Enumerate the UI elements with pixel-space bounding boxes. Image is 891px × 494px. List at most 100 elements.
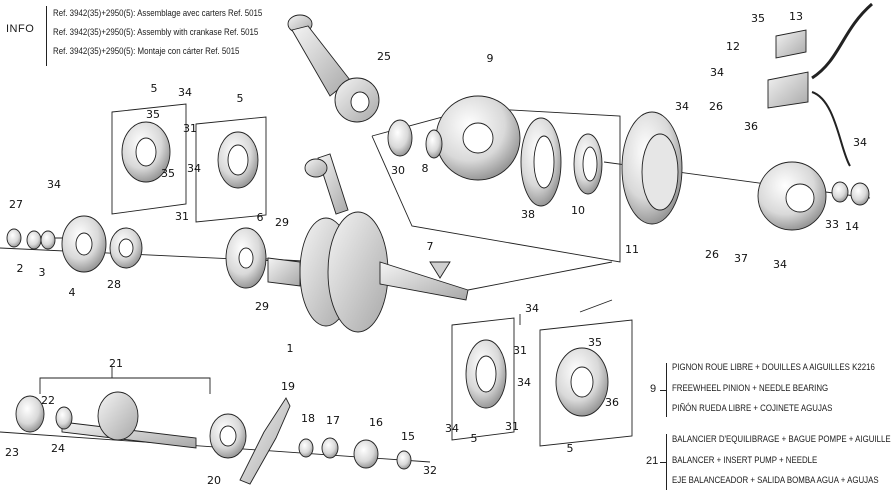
note-21-line: BALANCER + INSERT PUMP + NEEDLE	[672, 454, 818, 465]
callout-number: 34	[710, 66, 724, 79]
ball-bearing	[555, 347, 609, 417]
callout-number: 35	[146, 108, 160, 121]
info-line: Ref. 3942(35)+2950(5): Assemblage avec c…	[53, 8, 263, 18]
note-21-line: EJE BALANCEADOR + SALIDA BOMBA AGUA + AG…	[672, 474, 879, 485]
callout-number: 20	[207, 474, 221, 487]
wiring-harness	[811, 2, 873, 80]
callout-number: 6	[257, 211, 264, 224]
callout-number: 24	[51, 442, 65, 455]
bearing-ring	[573, 133, 603, 195]
ball-bearing	[209, 413, 247, 459]
callout-number: 31	[175, 210, 189, 223]
info-bracket	[46, 6, 47, 66]
callout-number: 34	[187, 162, 201, 175]
callout-number: 31	[513, 344, 527, 357]
callout-number: 5	[151, 82, 158, 95]
callout-number: 27	[9, 198, 23, 211]
bearing-box-left-b	[195, 116, 267, 223]
note-9-tick	[660, 390, 666, 391]
callout-number: 38	[521, 208, 535, 221]
needle-bearing	[465, 339, 507, 409]
callout-number: 5	[567, 442, 574, 455]
info-line: Ref. 3942(35)+2950(5): Montaje con cárte…	[53, 46, 240, 56]
callout-number: 35	[751, 12, 765, 25]
callout-number: 4	[69, 286, 76, 299]
callout-number: 1	[287, 342, 294, 355]
key	[429, 261, 451, 279]
bearing-box-left-a	[111, 103, 187, 215]
stator	[757, 161, 827, 231]
rotor	[621, 111, 683, 225]
callout-number: 34	[445, 422, 459, 435]
callout-number: 8	[422, 162, 429, 175]
callout-number: 17	[326, 414, 340, 427]
callout-number: 2	[17, 262, 24, 275]
callout-number: 33	[825, 218, 839, 231]
callout-number: 5	[237, 92, 244, 105]
callout-number: 34	[517, 376, 531, 389]
callout-number: 5	[471, 432, 478, 445]
needle-bearing	[217, 131, 259, 189]
note-9-bracket	[666, 363, 667, 417]
pickup-bracket	[767, 29, 809, 109]
callout-number: 28	[107, 278, 121, 291]
callout-number: 31	[183, 122, 197, 135]
callout-number: 29	[255, 300, 269, 313]
bearing-box-right-a	[451, 317, 515, 441]
callout-number: 21	[109, 357, 123, 370]
note-9-line: FREEWHEEL PINION + NEEDLE BEARING	[672, 382, 829, 393]
callout-number: 10	[571, 204, 585, 217]
callout-number: 35	[588, 336, 602, 349]
gear	[61, 215, 107, 273]
callout-number: 25	[377, 50, 391, 63]
freewheel-flange	[520, 117, 562, 207]
note-9-ref: 9	[650, 383, 657, 395]
bearing-box-right-b	[539, 319, 633, 447]
callout-number: 3	[39, 266, 46, 279]
ball-bearing	[109, 227, 143, 269]
gear	[225, 227, 267, 289]
note-21-line: BALANCIER D'EQUILIBRAGE + BAGUE POMPE + …	[672, 433, 891, 444]
callout-number: 22	[41, 394, 55, 407]
callout-number: 32	[423, 464, 437, 477]
callout-number: 9	[487, 52, 494, 65]
info-label: INFO	[6, 23, 35, 35]
callout-number: 11	[625, 243, 639, 256]
callout-number: 23	[5, 446, 19, 459]
callout-number: 26	[709, 100, 723, 113]
sprocket	[435, 95, 521, 181]
callout-number: 34	[525, 302, 539, 315]
callout-number: 34	[675, 100, 689, 113]
callout-number: 35	[161, 167, 175, 180]
callout-number: 13	[789, 10, 803, 23]
balancer-shaft	[61, 391, 197, 449]
water-pump-impeller	[239, 397, 291, 485]
crankshaft	[267, 153, 469, 333]
callout-number: 19	[281, 380, 295, 393]
callout-number: 12	[726, 40, 740, 53]
callout-number: 30	[391, 164, 405, 177]
note-9-line: PIGNON ROUE LIBRE + DOUILLES A AIGUILLES…	[672, 361, 875, 372]
callout-number: 29	[275, 216, 289, 229]
note-21-bracket	[666, 434, 667, 490]
callout-number: 34	[773, 258, 787, 271]
callout-number: 26	[705, 248, 719, 261]
callout-number: 34	[853, 136, 867, 149]
callout-number: 14	[845, 220, 859, 233]
callout-number: 15	[401, 430, 415, 443]
callout-number: 18	[301, 412, 315, 425]
washer	[6, 119, 870, 470]
callout-number: 36	[744, 120, 758, 133]
note-9-line: PIÑÓN RUEDA LIBRE + COJINETE AGUJAS	[672, 402, 833, 413]
callout-number: 7	[427, 240, 434, 253]
callout-number: 16	[369, 416, 383, 429]
callout-number: 37	[734, 252, 748, 265]
callout-number: 34	[47, 178, 61, 191]
callout-number: 34	[178, 86, 192, 99]
info-line: Ref. 3942(35)+2950(5): Assembly with cra…	[53, 27, 259, 37]
callout-number: 36	[605, 396, 619, 409]
balancer-bracket	[39, 377, 211, 394]
ball-bearing	[121, 121, 171, 183]
